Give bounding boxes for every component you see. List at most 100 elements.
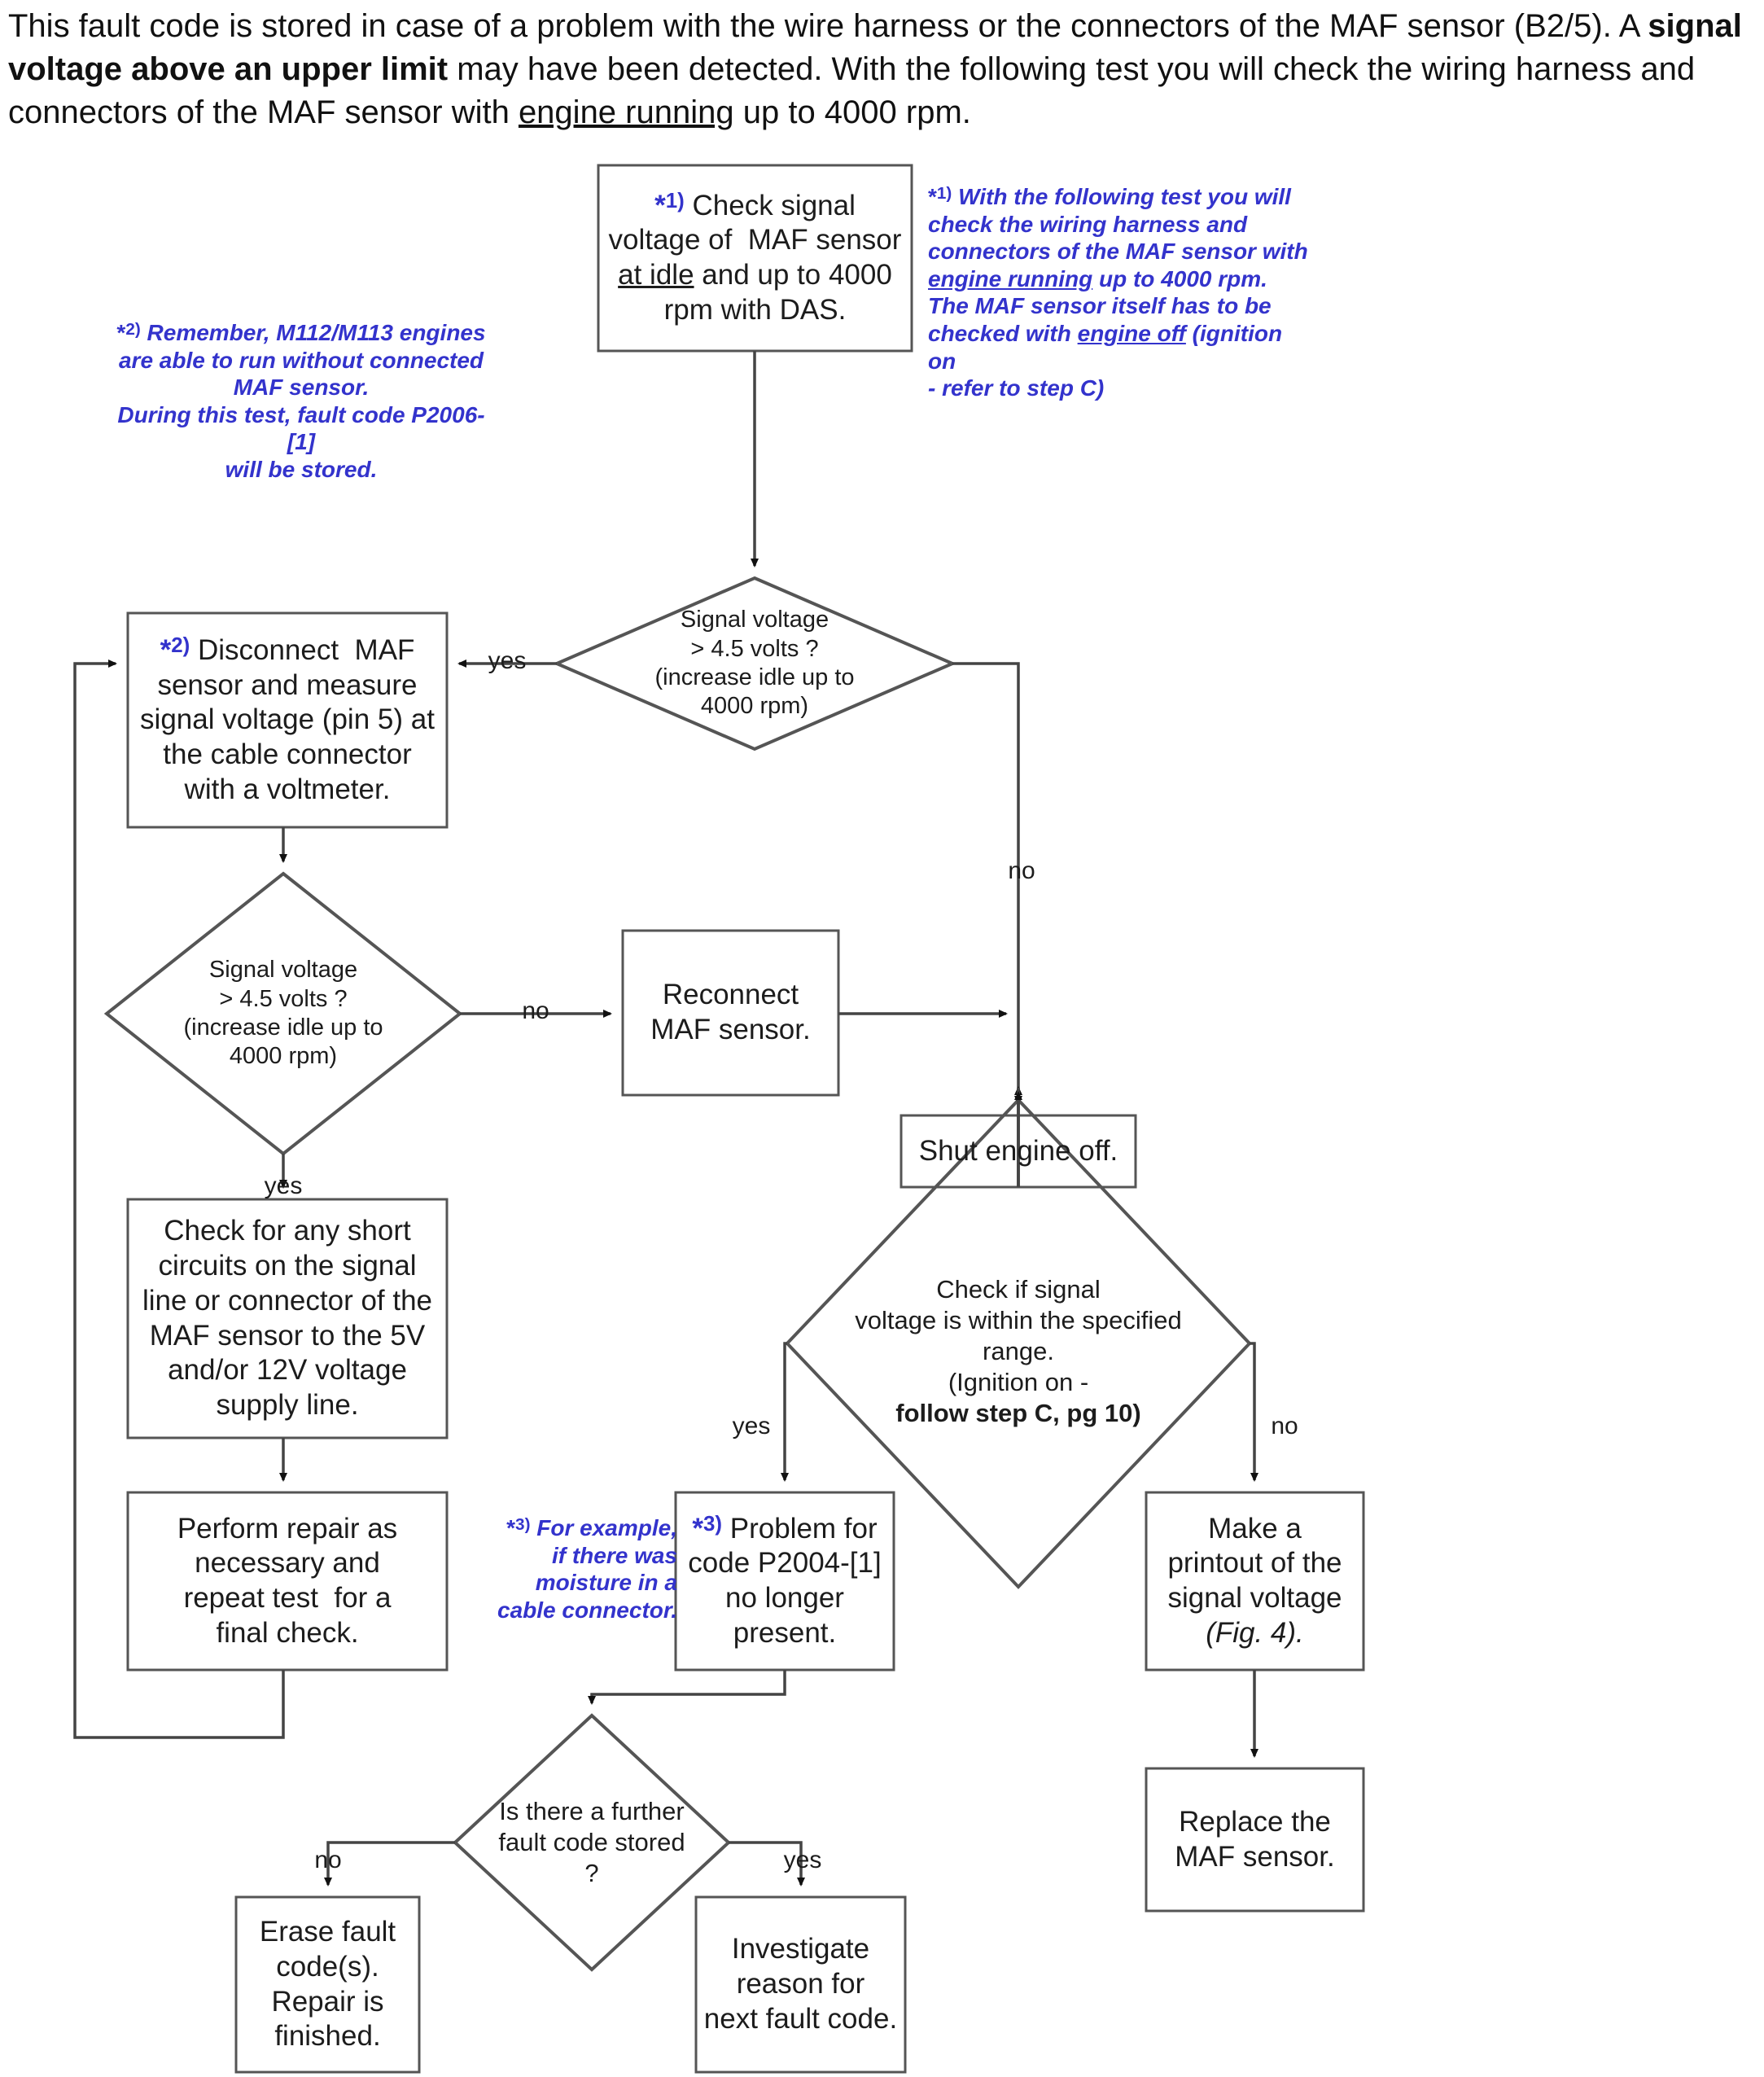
decision-3-line2: voltage is within the specified <box>855 1306 1182 1335</box>
note-3-l2: if there was <box>551 1542 677 1568</box>
note-1-marker: *1) <box>928 183 952 209</box>
shape-replace-maf <box>1145 1767 1365 1913</box>
edge-repair-loopback <box>73 659 285 1739</box>
intro-text-a: This fault code is stored in case of a p… <box>8 8 1648 44</box>
note-1-l6-rest: (ignition on <box>928 320 1283 374</box>
edge-label-decision3-no: no <box>1271 1413 1298 1439</box>
make-printout-line2: printout of the <box>1167 1547 1342 1580</box>
edge-decision4-no <box>324 1841 455 1886</box>
edge-label-decision1-yes: yes <box>488 647 527 674</box>
edge-decision3-yes <box>781 1342 789 1482</box>
note-1-l1: With the following test you will <box>952 184 1291 209</box>
annotation-note-2: *2) Remember, M112/M113 engines are able… <box>106 319 497 484</box>
decision-3-line3: range. <box>983 1337 1054 1366</box>
intro-text-b: may have been detected. With the followi… <box>8 51 1696 131</box>
intro-paragraph: This fault code is stored in case of a p… <box>8 5 1742 135</box>
node-decision-1[interactable]: Signal voltage > 4.5 volts ? (increase i… <box>641 607 869 721</box>
annotation-note-3: *3) For example, if there was moisture i… <box>482 1514 677 1623</box>
note-2-l2: are able to run without connected <box>118 347 484 373</box>
edge-label-decision4-no: no <box>314 1847 342 1873</box>
note-1-l4-rest: up to 4000 rpm. <box>1092 265 1267 291</box>
make-printout-line3: signal voltage <box>1167 1582 1342 1614</box>
node-shut-engine-off[interactable]: Shut engine off. <box>909 1124 1127 1179</box>
decision-4-line2: fault code stored ? <box>498 1828 685 1887</box>
note-2-l3: MAF sensor. <box>233 375 370 401</box>
note-1-l6-pre: checked with <box>928 320 1078 346</box>
edge-label-decision2-yes: yes <box>264 1172 303 1199</box>
decision-2-line1: Signal voltage <box>208 957 358 984</box>
shape-erase-fault-codes <box>234 1895 421 2074</box>
ref-marker-3: *3) <box>692 1512 722 1545</box>
edge-label-decision1-no: no <box>1008 857 1035 884</box>
annotation-note-1: *1) With the following test you will che… <box>928 183 1311 402</box>
node-shut-engine-off-label: Shut engine off. <box>918 1134 1118 1167</box>
decision-2-line4: 4000 rpm) <box>229 1043 338 1070</box>
shape-check-short-circuits <box>126 1198 449 1439</box>
note-3-l4: cable connector. <box>497 1597 677 1623</box>
intro-text-c: up to 4000 rpm. <box>733 94 971 131</box>
note-2-l1: Remember, M112/M113 engines <box>140 320 486 345</box>
decision-1-line1: Signal voltage <box>680 607 829 633</box>
note-2-l5: will be stored. <box>225 456 378 482</box>
decision-1-line4: 4000 rpm) <box>700 693 809 720</box>
decision-3-line5: follow step C, pg 10) <box>895 1398 1141 1427</box>
decision-4-line1: Is there a further <box>499 1797 685 1826</box>
flowchart-connectors <box>73 164 1365 2074</box>
ref-marker-1: *1) <box>654 189 685 221</box>
note-1-l7: - refer to step C) <box>928 375 1105 401</box>
note-3-marker: *3) <box>506 1514 531 1540</box>
make-printout-line1: Make a <box>1208 1512 1302 1545</box>
edge-decision4-yes <box>729 1841 805 1886</box>
edge-problem-to-decision4 <box>588 1670 786 1705</box>
decision-1-line3: (increase idle up to <box>654 664 855 690</box>
note-2-marker: *2) <box>116 319 141 345</box>
node-decision-4[interactable]: Is there a further fault code stored ? <box>488 1797 695 1887</box>
edge-label-decision2-no: no <box>522 997 549 1024</box>
shape-investigate-reason <box>694 1895 907 2074</box>
decision-3-line4: (Ignition on - <box>948 1367 1089 1396</box>
edge-decision3-no <box>1250 1342 1258 1482</box>
shape-decision-1 <box>552 576 957 751</box>
intro-text-bold: signal voltage above an upper limit <box>8 8 1742 88</box>
shape-decision-4 <box>453 1713 731 1972</box>
note-2-l4: During this test, fault code P2006-[1] <box>117 401 485 455</box>
note-1-l5: The MAF sensor itself has to be <box>928 293 1272 319</box>
node-decision-3[interactable]: Check if signal voltage is within the sp… <box>833 1275 1204 1427</box>
note-1-l6-underline: engine off <box>1077 320 1186 346</box>
node-make-printout[interactable]: Make a printout of the signal voltage (F… <box>1153 1501 1357 1662</box>
ref-marker-2: *2) <box>160 633 190 666</box>
note-1-l3: connectors of the MAF sensor with <box>928 239 1308 265</box>
shape-perform-repair <box>126 1491 449 1672</box>
shape-decision-3 <box>785 1098 1252 1589</box>
node-decision-2[interactable]: Signal voltage > 4.5 volts ? (increase i… <box>169 957 397 1071</box>
decision-2-line2: > 4.5 volts ? <box>219 985 348 1012</box>
edge-decision1-no <box>952 662 1022 1105</box>
intro-text-underline: engine running <box>518 94 734 131</box>
note-3-l1: For example, <box>530 1515 677 1540</box>
decision-3-line1: Check if signal <box>936 1275 1101 1304</box>
decision-2-line3: (increase idle up to <box>183 1014 383 1041</box>
shape-disconnect-maf <box>126 611 449 829</box>
note-1-l2: check the wiring harness and <box>928 211 1248 237</box>
note-1-l4-underline: engine running <box>928 265 1093 291</box>
edge-label-decision4-yes: yes <box>783 1847 822 1873</box>
